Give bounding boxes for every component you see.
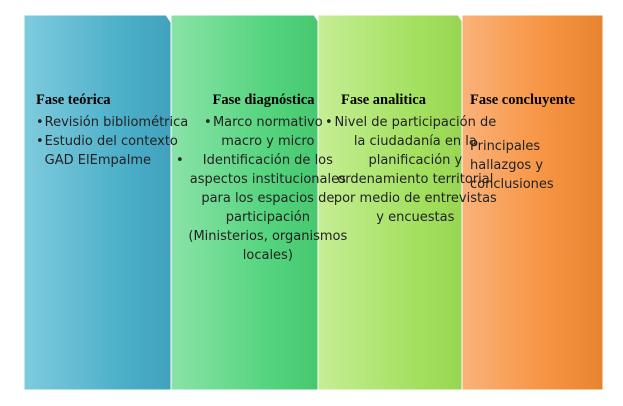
phase-concluyente: Fase concluyente Principales hallazgos y…	[470, 92, 598, 194]
phase-item: •Nivel de participación de la ciudadanía…	[325, 115, 497, 225]
phase-analitica: Fase analitica •Nivel de participación d…	[325, 92, 497, 227]
phase-teorica: Fase teórica •Revisión bibliométrica •Es…	[36, 92, 206, 170]
phase-item: •Revisión bibliométrica	[36, 115, 189, 130]
bullet-icon: •	[36, 115, 44, 130]
phase-items: Principales hallazgos y conclusiones	[470, 137, 598, 194]
phase-items: •Revisión bibliométrica •Estudio del con…	[36, 113, 206, 170]
phase-title: Fase analitica	[341, 92, 426, 108]
bullet-icon: •	[204, 115, 212, 130]
phase-shape-concluyente	[461, 14, 604, 391]
phase-title: Fase teórica	[36, 92, 111, 108]
phase-item: •Estudio del contexto GAD ElEmpalme	[36, 134, 178, 168]
phase-title: Fase concluyente	[470, 92, 576, 108]
bullet-icon: •	[325, 115, 333, 130]
phase-item: •Identificación de los aspectos instituc…	[176, 153, 348, 263]
phase-item: Principales hallazgos y conclusiones	[470, 139, 554, 192]
phase-title: Fase diagnóstica	[212, 92, 315, 108]
bullet-icon: •	[36, 134, 44, 149]
bullet-icon: •	[176, 153, 184, 168]
phase-items: •Nivel de participación de la ciudadanía…	[325, 113, 497, 227]
phase-item: •Marco normativo macro y micro	[204, 115, 323, 149]
phase-items: •Marco normativo macro y micro •Identifi…	[176, 113, 351, 265]
phase-diagnostica: Fase diagnóstica •Marco normativo macro …	[176, 92, 351, 265]
